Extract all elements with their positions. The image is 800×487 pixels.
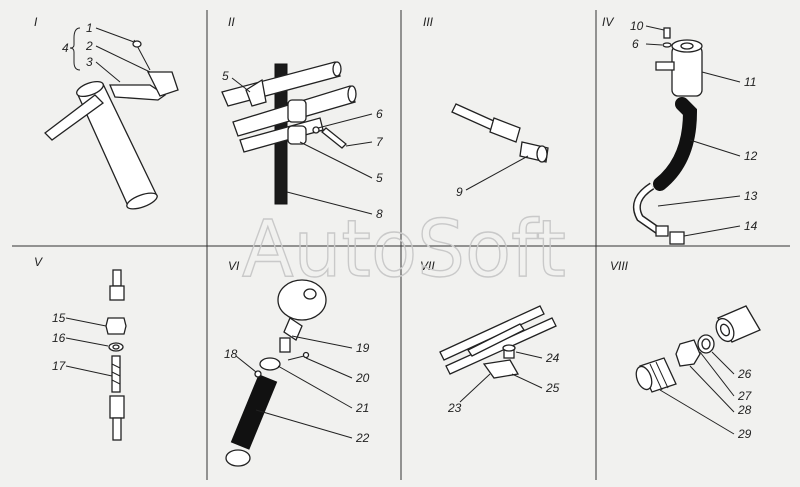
label-1: 1	[86, 21, 93, 35]
panel-7-labels: 24 25 23	[447, 351, 560, 415]
label-20: 20	[355, 371, 370, 385]
label-12: 12	[744, 149, 758, 163]
label-10: 10	[630, 19, 644, 33]
panel-1-drawing	[44, 39, 179, 210]
panel-title-3: III	[423, 15, 434, 29]
panel-3-drawing	[451, 103, 549, 163]
panel-grid	[12, 10, 790, 480]
panel-4-labels: 10 6 11 12 13 14	[630, 19, 758, 237]
label-19: 19	[356, 341, 370, 355]
panel-2-drawing	[221, 61, 357, 205]
label-29: 29	[737, 427, 752, 441]
panel-6-drawing	[225, 279, 327, 467]
panel-title-4: IV	[602, 15, 614, 29]
label-5a: 5	[222, 69, 229, 83]
label-5b: 5	[376, 171, 383, 185]
panel-titles: I II III IV V VI VII VIII	[34, 15, 629, 273]
label-13: 13	[744, 189, 758, 203]
label-6: 6	[376, 107, 383, 121]
panel-5-labels: 15 16 17	[52, 311, 113, 377]
panel-7-drawing	[439, 305, 557, 379]
panel-8-drawing	[635, 305, 761, 393]
label-16: 16	[52, 331, 66, 345]
label-11: 11	[744, 75, 756, 89]
label-4: 4	[62, 41, 69, 55]
panel-2-labels: 5 6 7 5 8	[222, 69, 384, 221]
label-28: 28	[737, 403, 752, 417]
label-8: 8	[376, 207, 383, 221]
watermark: AutoSoft	[242, 205, 566, 295]
label-3: 3	[86, 55, 93, 69]
label-24: 24	[545, 351, 560, 365]
label-23: 23	[447, 401, 462, 415]
label-2: 2	[85, 39, 93, 53]
label-25: 25	[545, 381, 560, 395]
label-7: 7	[376, 135, 384, 149]
label-14: 14	[744, 219, 758, 233]
panel-1-labels: 1 2 3 4	[62, 21, 151, 83]
panel-8-labels: 26 27 28 29	[659, 351, 753, 441]
label-21: 21	[355, 401, 369, 415]
label-9: 9	[456, 185, 463, 199]
label-17: 17	[52, 359, 67, 373]
panel-6-labels: 18 19 20 21 22	[224, 335, 370, 445]
panel-3-labels: 9	[456, 155, 529, 199]
label-26: 26	[737, 367, 752, 381]
label-6b: 6	[632, 37, 639, 51]
panel-title-2: II	[228, 15, 235, 29]
panel-title-1: I	[34, 15, 38, 29]
panel-title-7: VII	[420, 259, 435, 273]
panel-title-8: VIII	[610, 259, 629, 273]
label-27: 27	[737, 389, 753, 403]
panel-4-drawing	[633, 27, 703, 245]
label-22: 22	[355, 431, 370, 445]
panel-5-drawing	[105, 269, 127, 441]
label-18: 18	[224, 347, 238, 361]
panel-title-6: VI	[228, 259, 240, 273]
panel-title-5: V	[34, 255, 43, 269]
label-15: 15	[52, 311, 66, 325]
